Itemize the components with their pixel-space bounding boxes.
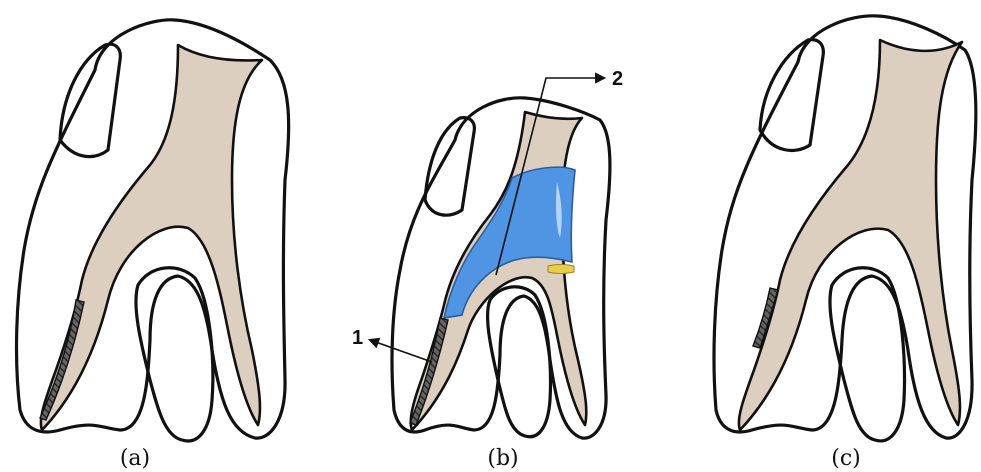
panel-b-marker-1-label: 1 [352,327,363,349]
panel-c-pulp [739,40,962,430]
panel-c-caption: (c) [831,446,861,471]
panel-b-back-cusp [425,118,474,216]
panel-b-marker-2-label: 2 [612,68,623,90]
panel-b-middle-root [488,287,551,437]
panel-c-tooth [714,16,976,441]
panel-a-caption: (a) [120,446,150,471]
panel-a-middle-root [136,268,213,441]
panel-b-caption: (b) [487,446,518,471]
panel-b-marker-1-arrow [370,340,432,362]
panel-c-back-cusp [760,40,823,151]
panel-a-tooth [17,20,289,441]
panel-b-tooth: 1 2 [352,68,623,438]
panel-b-liner [548,265,574,274]
panel-a-pulp [41,45,262,430]
panel-a-back-cusp [60,44,120,156]
